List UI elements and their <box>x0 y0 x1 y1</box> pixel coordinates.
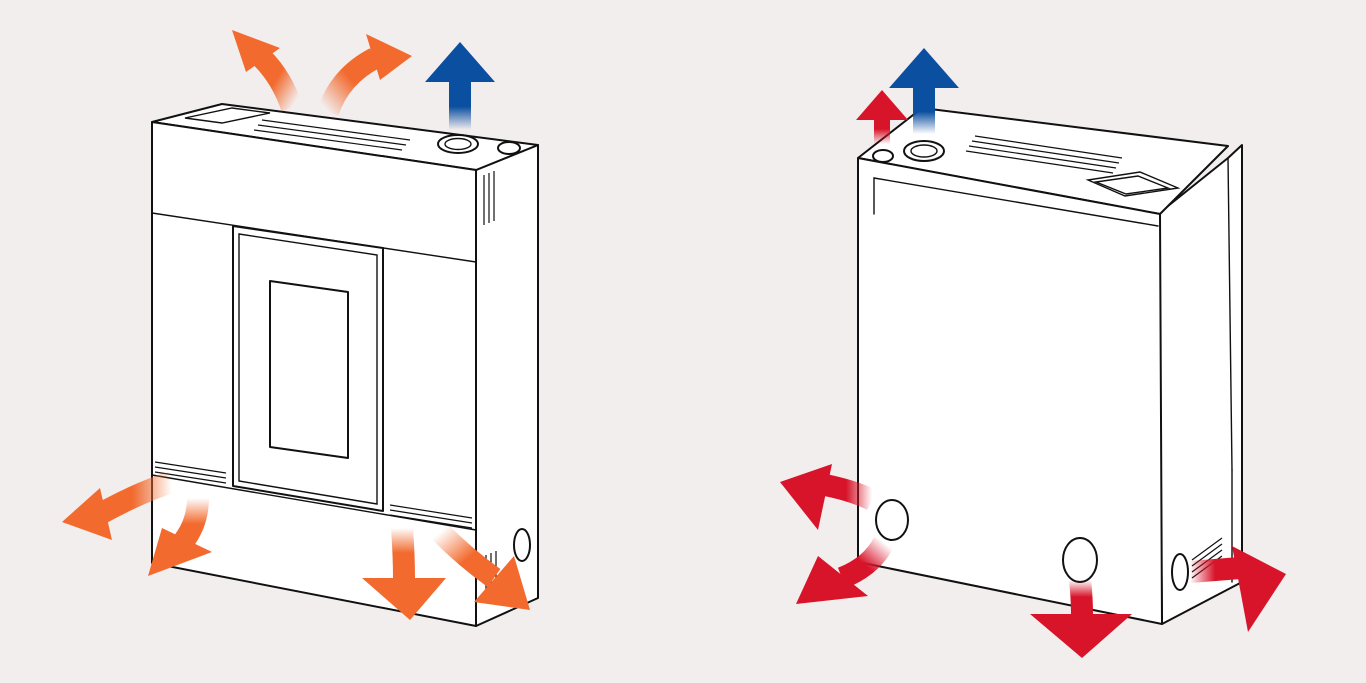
rear-arrow-down <box>1030 578 1132 658</box>
front-arrow-up-blue <box>425 42 495 130</box>
front-arrow-down <box>362 527 446 620</box>
rear-top-vent <box>965 135 1123 174</box>
front-air-intake-top <box>497 141 521 155</box>
rear-unit <box>857 107 1243 625</box>
front-arrow-down-right <box>432 524 530 610</box>
rear-air-intake-top <box>872 149 894 163</box>
front-side-vent <box>483 171 495 225</box>
front-display-window <box>269 280 349 459</box>
rear-arrow-down-left <box>796 536 894 604</box>
rear-unit-back-face <box>857 157 1163 625</box>
rear-left-port <box>875 499 909 541</box>
front-side-port <box>513 528 531 562</box>
front-arrow-left <box>62 471 176 540</box>
rear-arrow-left <box>780 464 877 530</box>
rear-arrow-up-red <box>856 90 908 144</box>
rear-arrow-up-blue <box>889 48 959 134</box>
rear-flue-outlet <box>903 140 945 162</box>
front-unit <box>151 103 539 627</box>
front-arrow-down-left <box>148 497 212 576</box>
rear-side-port <box>1171 553 1189 591</box>
front-lower-vent-right <box>389 504 473 529</box>
front-flue-outlet <box>437 134 479 154</box>
front-arrow-up-left <box>232 30 303 112</box>
rear-center-port <box>1062 537 1098 583</box>
front-top-vent <box>253 119 411 151</box>
rear-arrow-right <box>1189 546 1286 632</box>
front-arrow-up-right <box>317 34 412 116</box>
